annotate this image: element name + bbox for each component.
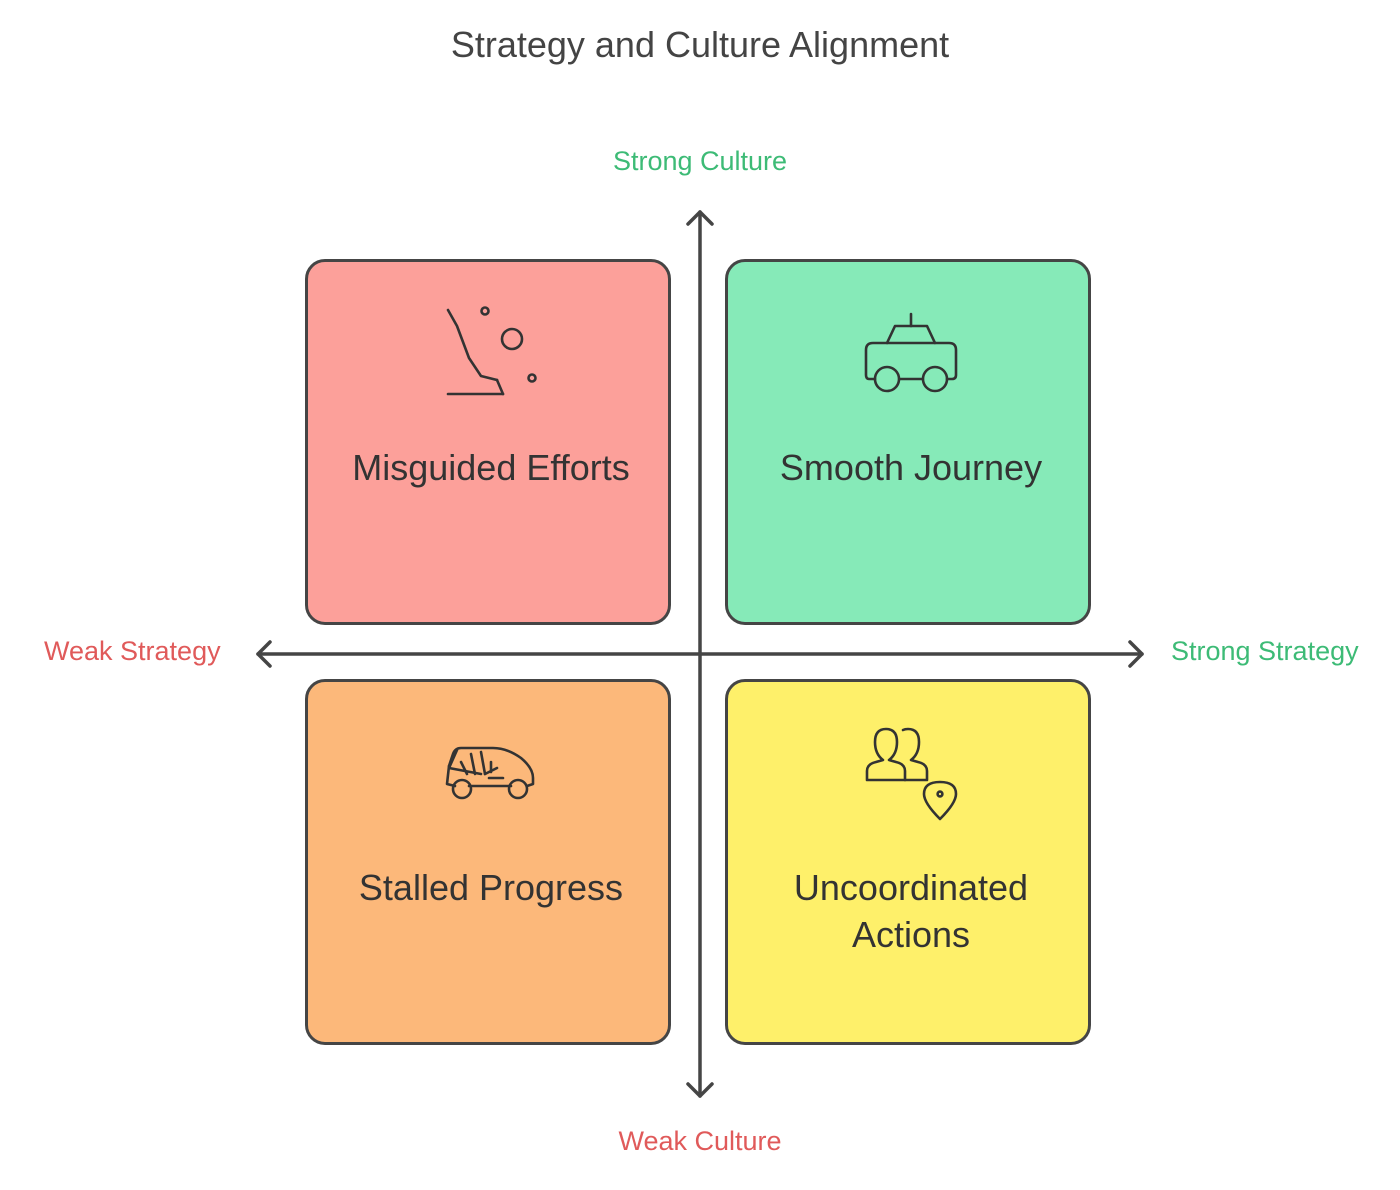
quadrant-misguided-efforts: Misguided Efforts [305,259,671,625]
car-icon [864,312,958,393]
diagram-title: Strategy and Culture Alignment [450,24,950,65]
quadrant-label: Misguided Efforts [352,447,630,488]
arrow-up-head [686,210,714,226]
axis-label-top: Strong Culture [612,146,788,176]
axis-label-bottom: Weak Culture [618,1126,782,1156]
quadrant-smooth-journey: Smooth Journey [725,259,1091,625]
arrow-right-head [1128,640,1144,668]
quadrant-label: Uncoordinated Actions [793,867,1029,955]
axis-label-right: Strong Strategy [1171,636,1359,666]
falling-rocks-icon [446,306,537,396]
quadrant-uncoordinated-actions: Uncoordinated Actions [725,679,1091,1045]
buggy-icon [445,746,535,800]
axis-label-left: Weak Strategy [44,636,221,666]
arrow-down-head [686,1082,714,1098]
quadrant-stalled-progress: Stalled Progress [305,679,671,1045]
quadrant-label: Stalled Progress [358,867,624,908]
arrow-left-head [256,640,272,668]
quadrant-label: Smooth Journey [779,447,1043,488]
people-location-icon [865,727,958,821]
